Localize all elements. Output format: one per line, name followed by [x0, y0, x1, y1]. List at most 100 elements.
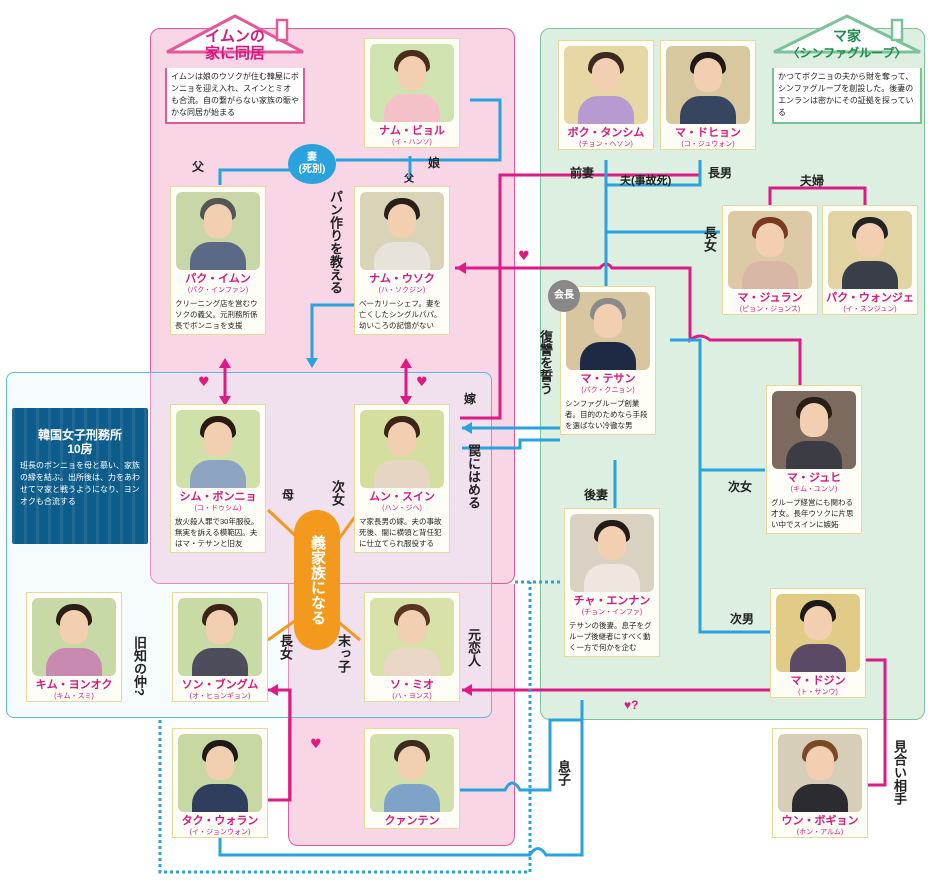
card-son-bongum[interactable]: ソン・ブングム (オ・ヒョンギョン) — [172, 592, 268, 702]
label-eldest-daughter-ma: 長女 — [702, 226, 717, 252]
actor-name: (ハ・ソクジン) — [378, 287, 426, 294]
prison-text: 班長のボンニョを母と慕い、家族の縁を結ぶ。出所後は、力をあわせてマ家と戦うように… — [20, 461, 140, 506]
character-name: チャ・エンナン — [573, 595, 651, 607]
imun-house-label: イムンの 家に同居 イムンは娘のウソクが住む韓屋にボンニョを迎え入れ、スインとミ… — [165, 14, 305, 124]
ma-house-label: マ家 〈シンファグループ〉 かつてボクニョの夫から財を奪って、シンファグループを… — [772, 14, 922, 124]
card-kangten[interactable]: クァンテン — [364, 728, 460, 829]
character-description: シンファグループ創業者。目的のためなら手段を選ばない冷徹な男 — [565, 399, 648, 430]
character-name: キム・ヨンオク — [35, 679, 113, 691]
imun-house-title-1: イムンの — [205, 28, 265, 45]
ma-house-title-2: 〈シンファグループ〉 — [787, 46, 907, 60]
label-eldest-son: 長男 — [708, 166, 733, 180]
character-name: ナム・ビョル — [379, 125, 445, 137]
portrait-image — [370, 598, 454, 676]
ma-house-title-1: マ家 — [833, 28, 861, 44]
character-name: ナム・ウソク — [369, 273, 435, 285]
heart-icon: ♥ — [198, 375, 210, 390]
portrait-image — [370, 44, 454, 122]
character-name: ウン・ボギョン — [781, 815, 859, 827]
card-so-mio[interactable]: ソ・ミオ (ハ・ヨンス) — [364, 592, 460, 702]
card-bok-tanshim[interactable]: ボク・タンシム (チョン・ヘソン) — [558, 40, 654, 150]
portrait-image — [828, 211, 912, 289]
house-roof-icon — [773, 14, 921, 54]
actor-name: (チョン・ヘソン) — [579, 141, 633, 148]
wife-deceased-bubble: 妻 (死別) — [288, 144, 336, 184]
character-name: マ・ドジン — [790, 675, 846, 687]
portrait-image — [776, 594, 860, 672]
label-son: 息子 — [556, 760, 571, 786]
card-un-bogyon[interactable]: ウン・ボギョン (ホン・アルム) — [772, 728, 868, 838]
card-shim-bonnyo[interactable]: シム・ボンニョ (コ・ドゥシム) 放火殺人罪で30年服役。無実を訴える模範囚。夫… — [170, 404, 266, 553]
card-nam-birul[interactable]: ナム・ビョル (イ・ハンソ) — [364, 38, 460, 148]
gi-family-badge: 義家族になる — [294, 510, 340, 650]
portrait-image — [176, 410, 260, 488]
label-youngest: 末っ子 — [336, 634, 351, 673]
label-heart-question: ♥? — [624, 698, 639, 712]
label-revenge: 復讐を誓う — [538, 330, 553, 395]
portrait-image — [728, 211, 812, 289]
card-ma-juhi[interactable]: マ・ジュヒ (キム・ユンソ) グループ経営にも関わる才女。長年ウソクに片思い中で… — [766, 385, 862, 534]
card-ma-dojin[interactable]: マ・ドジン (ト・サンウ) — [770, 588, 866, 698]
portrait-image — [32, 598, 116, 676]
character-name: ボク・タンシム — [567, 127, 645, 139]
actor-name: (イ・ハンソ) — [392, 139, 432, 146]
label-ex-lover: 元恋人 — [466, 628, 481, 667]
actor-name: (パク・インファン) — [187, 287, 249, 294]
label-daughter: 娘 — [428, 156, 441, 170]
label-bread-teach: パン作りを教える — [328, 190, 343, 294]
card-mun-suin[interactable]: ムン・スイン (ハン・ジヘ) マ家長男の嫁。夫の事故死後、闇に横領と背任犯に仕立… — [354, 404, 450, 553]
label-matchmaking: 見合い相手 — [892, 740, 907, 805]
character-name: マ・テサン — [580, 373, 636, 385]
label-second-son: 次男 — [730, 612, 755, 626]
actor-name: (コ・ジュウォン) — [681, 141, 735, 148]
card-ma-dohyon[interactable]: マ・ドヒョン (コ・ジュウォン) — [660, 40, 756, 150]
label-second-daughter: 次女 — [330, 480, 345, 506]
portrait-image — [772, 391, 856, 469]
character-description: マ家長男の嫁。夫の事故死後、闇に横領と背任犯に仕立てられ服役する — [359, 517, 442, 548]
imun-house-text: イムンは娘のウソクが住む韓屋にボンニョを迎え入れ、スインとミオも合流。自の繋がら… — [165, 68, 305, 124]
label-second-wife: 後妻 — [584, 488, 609, 502]
prison-title-1: 韓国女子刑務所 — [37, 428, 122, 442]
character-name: シム・ボンニョ — [179, 491, 257, 503]
label-father-2: 父 — [404, 174, 414, 185]
label-old-friends: 旧知の仲? — [132, 636, 147, 696]
actor-name: (キム・ユンソ) — [790, 486, 838, 493]
card-park-wonje[interactable]: パク・ウォンジェ (イ・スンジュン) — [822, 205, 918, 315]
character-name: ソン・ブングム — [181, 679, 259, 691]
label-couple: 夫婦 — [800, 174, 825, 188]
actor-name: (ハ・ヨンス) — [392, 693, 432, 700]
portrait-image — [178, 598, 262, 676]
portrait-image — [564, 46, 648, 124]
card-kim-yongok[interactable]: キム・ヨンオク (キム・スミ) — [26, 592, 122, 702]
character-name: ソ・ミオ — [390, 679, 434, 691]
actor-name: (イ・スンジュン) — [843, 306, 897, 313]
label-former-wife: 前妻 — [570, 166, 595, 180]
actor-name: (キム・スミ) — [54, 693, 94, 700]
portrait-image — [666, 46, 750, 124]
label-husband-dead: 夫(事故死) — [620, 175, 672, 187]
card-tak-woran[interactable]: タク・ウォラン (イ・ジョンウォン) — [172, 728, 268, 838]
prison-label: 韓国女子刑務所 10房 班長のボンニョを母と慕い、家族の縁を結ぶ。出所後は、力を… — [12, 408, 148, 544]
portrait-image — [176, 192, 260, 270]
prison-title-2: 10房 — [67, 442, 93, 456]
card-park-imun[interactable]: パク・イムン (パク・インファン) クリーニング店を営むウソクの義父。元刑務所係… — [170, 186, 266, 335]
portrait-image — [360, 410, 444, 488]
character-name: クァンテン — [384, 815, 440, 827]
portrait-image — [360, 192, 444, 270]
card-nam-usok[interactable]: ナム・ウソク (ハ・ソクジン) ベーカリーシェフ。妻を亡くしたシングルパパ。幼い… — [354, 186, 450, 335]
character-name: パク・ウォンジェ — [826, 292, 914, 304]
actor-name: (イ・ジョンウォン) — [189, 829, 251, 836]
label-mother: 母 — [282, 488, 295, 502]
chairman-badge: 会長 — [548, 280, 580, 312]
card-ma-juran[interactable]: マ・ジュラン (ピョン・ジョンス) — [722, 205, 818, 315]
card-cha-ennan[interactable]: チャ・エンナン (チョン・インファ) テサンの後妻。息子をグループ後継者にすべく… — [564, 508, 660, 657]
label-father: 父 — [192, 160, 205, 174]
character-name: ムン・スイン — [369, 491, 435, 503]
card-ma-tesan[interactable]: マ・テサン (パク・クニョン) シンファグループ創業者。目的のためなら手段を選ば… — [560, 286, 656, 435]
character-description: クリーニング店を営むウソクの義父。元刑務所係長でボンニョを支援 — [175, 299, 258, 330]
character-description: ベーカリーシェフ。妻を亡くしたシングルパパ。幼いころの記憶がない — [359, 299, 442, 330]
character-name: マ・ジュヒ — [786, 472, 842, 484]
character-name: マ・ドヒョン — [675, 127, 741, 139]
heart-icon: ♥ — [518, 249, 530, 264]
label-trap: 罠にはめる — [466, 444, 481, 509]
